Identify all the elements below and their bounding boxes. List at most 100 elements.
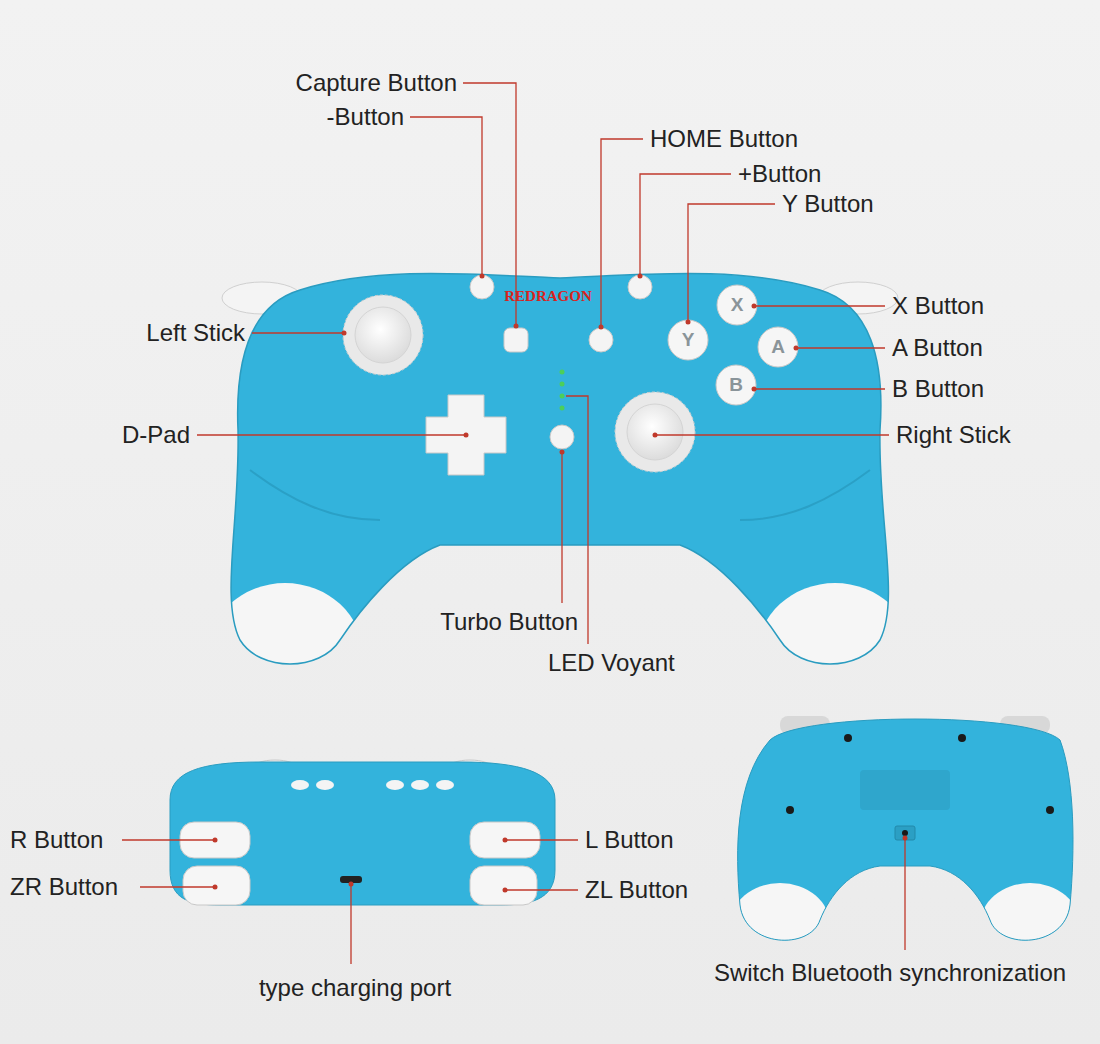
- controller-top-view-part: [231, 273, 888, 664]
- leader-lines-part: [140, 886, 215, 887]
- controller-top-view-part: [355, 307, 411, 363]
- part-label: Right Stick: [896, 421, 1011, 449]
- leader-dots-part: [480, 274, 485, 279]
- controller-top-view-part: [560, 370, 565, 375]
- controller-back-view-part-part: [980, 883, 1080, 967]
- controller-back-view-part: [1046, 806, 1054, 814]
- leader-dots-part: [794, 346, 799, 351]
- leader-dots-part: [752, 387, 757, 392]
- controller-top-view: [200, 240, 920, 727]
- controller-body: [200, 240, 920, 727]
- part-label: L Button: [585, 826, 674, 854]
- controller-back-view-part: [786, 806, 794, 814]
- part-label: X Button: [892, 292, 984, 320]
- button-letter: Y: [682, 329, 695, 351]
- controller-back-view-part-part: [860, 770, 950, 810]
- part-label: Switch Bluetooth synchronization: [714, 959, 1066, 987]
- part-label: R Button: [10, 826, 103, 854]
- controller-front-view: [170, 760, 555, 905]
- leader-dots-part: [752, 304, 757, 309]
- button-letter: B: [729, 374, 743, 396]
- controller-front-view-part: [411, 780, 429, 790]
- leader-dots-part: [686, 320, 691, 325]
- controller-front-view-part: [183, 866, 250, 905]
- controller-top-view-part: [758, 327, 798, 367]
- controller-top-view-part: [668, 320, 708, 360]
- leader-dots-part: [213, 885, 218, 890]
- part-label: D-Pad: [122, 421, 190, 449]
- controller-back-view-part: [844, 734, 852, 742]
- leader-lines-part: [754, 305, 885, 306]
- leader-dots-part: [903, 836, 908, 841]
- brand-logo: REDRAGON: [504, 288, 592, 305]
- controller-top-view-part: [504, 328, 528, 352]
- leader-dots-part: [638, 274, 643, 279]
- leader-dots-part: [653, 433, 658, 438]
- leader-lines-part: [350, 884, 351, 964]
- controller-top-view-part: [560, 382, 565, 387]
- part-label: HOME Button: [650, 125, 798, 153]
- leader-dots-part: [213, 838, 218, 843]
- controller-front-view-part: [170, 762, 555, 905]
- leader-lines-part: [688, 204, 775, 322]
- part-label: ZL Button: [585, 876, 688, 904]
- leader-lines-part: [505, 839, 578, 840]
- part-label: type charging port: [259, 974, 451, 1002]
- leader-dots-part: [514, 324, 519, 329]
- leader-dots: [213, 274, 908, 893]
- controller-back-view-part: [730, 700, 1080, 967]
- leader-lines-part: [754, 388, 885, 389]
- part-label: Left Stick: [146, 319, 245, 347]
- leader-lines-part: [505, 889, 578, 890]
- leader-dots-part: [464, 433, 469, 438]
- controller-back-view-part: [895, 826, 915, 840]
- controller-body-part: [740, 470, 870, 520]
- part-label: ZR Button: [10, 873, 118, 901]
- part-label: LED Voyant: [548, 649, 675, 677]
- part-label: -Button: [327, 103, 404, 131]
- controller-front-view-part: [386, 780, 404, 790]
- controller-top-view-part: [550, 425, 574, 449]
- part-label: Y Button: [782, 190, 874, 218]
- controller-front-view-part: [470, 866, 537, 905]
- controller-top-view-part: [343, 295, 423, 375]
- leader-dots-part: [503, 888, 508, 893]
- controller-top-view-part: [589, 328, 613, 352]
- part-label: Capture Button: [296, 69, 457, 97]
- leader-lines-part: [566, 396, 588, 644]
- leader-lines-part: [197, 434, 466, 435]
- leader-lines-part: [904, 838, 905, 950]
- leader-lines-part: [655, 434, 889, 435]
- leader-dots-part: [342, 331, 347, 336]
- controller-top-view-part: [470, 275, 494, 299]
- leader-dots-part: [599, 325, 604, 330]
- leader-lines-part: [796, 347, 885, 348]
- leader-lines-part: [601, 139, 643, 327]
- controller-top-view-part: [628, 275, 652, 299]
- leader-lines-part: [122, 839, 215, 840]
- controller-top-view-part: [560, 406, 565, 411]
- controller-body-part: [757, 583, 913, 727]
- controller-top-view-part: [615, 392, 695, 472]
- controller-top-view-part: [560, 394, 565, 399]
- controller-top-view-part: [717, 285, 757, 325]
- controller-back-view-part: [958, 734, 966, 742]
- part-label: Turbo Button: [440, 608, 578, 636]
- controller-top-view-part: [716, 365, 756, 405]
- controller-back-view: [730, 700, 1080, 967]
- button-letter: A: [771, 336, 785, 358]
- controller-body-part: [250, 470, 380, 520]
- leader-dots-part: [560, 450, 565, 455]
- controller-front-view-part: [316, 780, 334, 790]
- part-label: B Button: [892, 375, 984, 403]
- leader-dots-part: [349, 882, 354, 887]
- part-label: +Button: [738, 160, 821, 188]
- controller-body-part: [207, 583, 363, 727]
- controller-top-view-part: [627, 404, 683, 460]
- leader-lines-part: [252, 332, 344, 333]
- controller-back-view-part-part: [730, 883, 830, 967]
- leader-dots-part: [503, 838, 508, 843]
